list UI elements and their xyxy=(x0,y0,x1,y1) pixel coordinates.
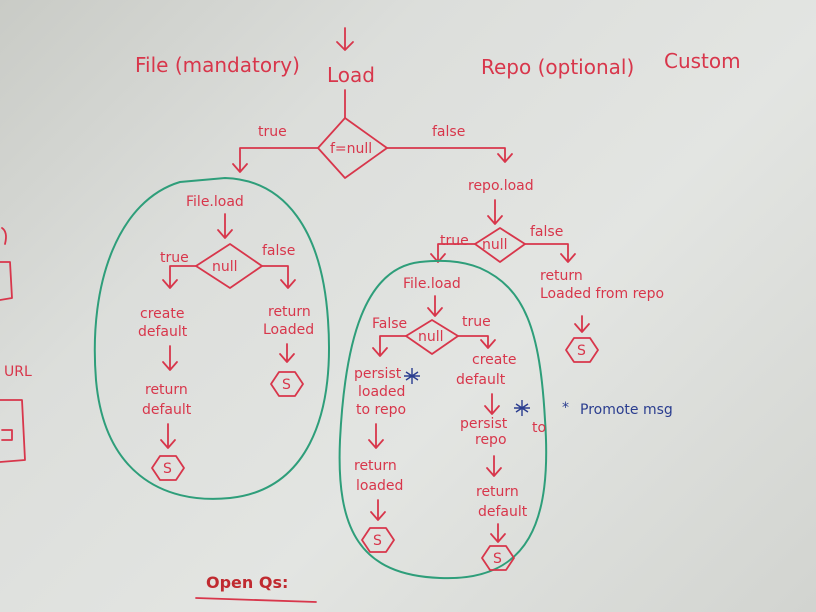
arrow-inner-persist xyxy=(368,423,384,449)
inner-persist-to: to xyxy=(532,420,546,436)
inner-false-label: False xyxy=(372,316,407,332)
stop-repo-label: S xyxy=(577,343,586,359)
inner-persist-repo-1: persist xyxy=(460,416,508,432)
note-star: * xyxy=(562,400,569,416)
left-create-2: default xyxy=(138,324,188,340)
inner-persist-repo-2: repo xyxy=(475,432,507,448)
header-load: Load xyxy=(327,63,375,87)
left-false-label: false xyxy=(262,243,295,259)
inner-decision xyxy=(405,319,459,355)
repo-return-1: return xyxy=(540,268,583,284)
arrow-inner-true xyxy=(457,335,496,349)
inner-persist-2: loaded xyxy=(358,384,405,400)
arrow-inner-false xyxy=(372,335,407,357)
stop-inner-b xyxy=(481,545,515,571)
stop-repo xyxy=(565,337,599,363)
left-true-label: true xyxy=(160,250,189,266)
stop-left-a xyxy=(151,455,185,481)
edge-mark-left xyxy=(1,227,7,245)
repo-load: repo.load xyxy=(468,178,534,194)
arrow-into-load xyxy=(336,27,354,51)
arrow-inner-persist-repo xyxy=(486,455,502,477)
inner-file-load: File.load xyxy=(403,276,461,292)
note-promote: Promote msg xyxy=(580,402,673,418)
arrow-repo-load xyxy=(487,199,503,225)
arrow-inner-return-default xyxy=(490,523,506,543)
arrow-inner-fileload xyxy=(427,295,443,317)
edge-url-label: URL xyxy=(4,364,32,380)
left-return-default-1: return xyxy=(145,382,188,398)
left-return-loaded-1: return xyxy=(268,304,311,320)
left-create-1: create xyxy=(140,306,184,322)
inner-return-loaded-2: loaded xyxy=(356,478,403,494)
repo-decision-label: null xyxy=(482,237,508,253)
arrow-inner-create xyxy=(484,393,500,415)
decision-top xyxy=(317,117,388,179)
inner-return-default-1: return xyxy=(476,484,519,500)
stop-inner-a-label: S xyxy=(373,533,382,549)
header-repo-optional: Repo (optional) xyxy=(481,55,634,79)
arrow-repo-return xyxy=(574,315,590,333)
arrow-left-return xyxy=(160,423,176,449)
blue-star-icon xyxy=(404,368,420,384)
repo-false-label: false xyxy=(530,224,563,240)
inner-create-2: default xyxy=(456,372,506,388)
stop-left-b-label: S xyxy=(282,377,291,393)
inner-true-label: true xyxy=(462,314,491,330)
stop-inner-b-label: S xyxy=(493,551,502,567)
open-qs-underline xyxy=(195,597,317,603)
repo-decision xyxy=(474,227,526,263)
arrow-top-false xyxy=(386,147,513,163)
inner-persist-3: to repo xyxy=(356,402,406,418)
left-file-load: File.load xyxy=(186,194,244,210)
stop-left-b xyxy=(270,371,304,397)
repo-true-label: true xyxy=(440,233,469,249)
inner-persist-1: persist xyxy=(354,366,402,382)
edge-mark-left-2 xyxy=(1,429,13,441)
arrow-left-false xyxy=(261,265,296,289)
left-return-default-2: default xyxy=(142,402,192,418)
left-loop xyxy=(93,176,330,500)
inner-return-default-2: default xyxy=(478,504,528,520)
left-decision xyxy=(195,243,263,289)
inner-create-1: create xyxy=(472,352,516,368)
top-true-label: true xyxy=(258,124,287,140)
open-qs: Open Qs: xyxy=(206,573,288,592)
arrow-left-fileload xyxy=(217,213,233,239)
top-false-label: false xyxy=(432,124,465,140)
header-file-mandatory: File (mandatory) xyxy=(135,53,300,77)
arrow-inner-return xyxy=(370,499,386,521)
edge-box-left-2 xyxy=(0,399,26,463)
inner-loop xyxy=(338,259,548,580)
inner-decision-label: null xyxy=(418,329,444,345)
left-decision-label: null xyxy=(212,259,238,275)
edge-box-left xyxy=(0,261,13,301)
header-custom: Custom xyxy=(664,49,741,73)
repo-return-2: Loaded from repo xyxy=(540,286,664,302)
arrow-repo-false xyxy=(524,243,576,263)
inner-return-loaded-1: return xyxy=(354,458,397,474)
arrow-left-true xyxy=(162,265,197,289)
decision-top-label: f=null xyxy=(330,141,372,157)
stop-inner-a xyxy=(361,527,395,553)
left-return-loaded-2: Loaded xyxy=(263,322,314,338)
stop-left-a-label: S xyxy=(163,461,172,477)
arrow-left-loaded xyxy=(279,343,295,363)
arrow-top-true xyxy=(232,147,319,173)
blue-star-icon-2 xyxy=(514,400,530,416)
arrow-left-create xyxy=(162,345,178,371)
